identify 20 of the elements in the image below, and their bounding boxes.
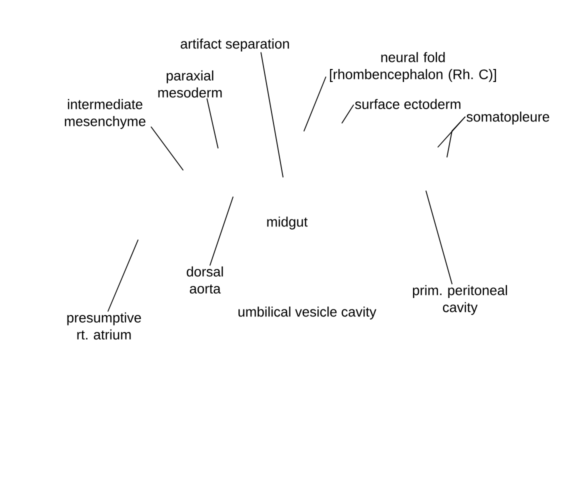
anatomy-label: somatopleure — [466, 112, 550, 124]
leader-line — [260, 52, 284, 178]
anatomy-label: prim. peritoneal cavity — [412, 285, 507, 315]
leader-line — [150, 126, 184, 170]
leader-line — [206, 98, 218, 148]
anatomy-label: midgut — [267, 216, 308, 230]
anatomy-label: artifact separation — [180, 38, 289, 52]
anatomy-label: intermediate mesenchyme — [64, 99, 146, 129]
anatomy-label: surface ectoderm — [355, 98, 460, 110]
leader-line — [108, 240, 138, 312]
anatomy-label: umbilical vesicle cavity — [238, 306, 376, 320]
leader-line — [446, 116, 466, 158]
anatomy-label: paraxial mesoderm — [158, 70, 222, 98]
leader-line — [304, 76, 326, 132]
anatomy-label: neural fold [rhombencephalon (Rh. C)] — [330, 52, 496, 82]
anatomy-label: presumptive rt. atrium — [67, 312, 141, 340]
leader-line — [342, 104, 354, 124]
leader-line — [426, 190, 452, 284]
leader-line — [210, 196, 234, 266]
anatomy-label: dorsal aorta — [186, 266, 223, 294]
